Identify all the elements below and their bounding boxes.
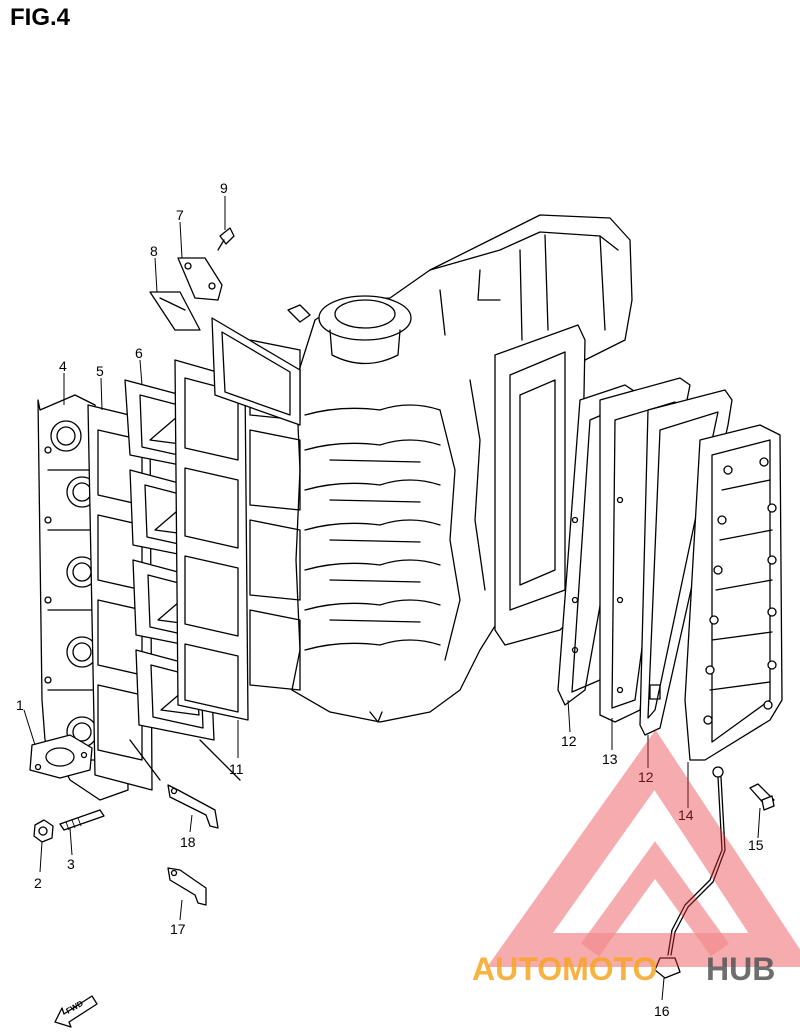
- reed-stopper-group: [149, 227, 235, 331]
- callout-15: 15: [748, 837, 764, 853]
- callout-17: 17: [170, 921, 186, 937]
- callout-11: 11: [229, 761, 244, 777]
- callout-9: 9: [220, 180, 228, 196]
- callout-leaders: [23, 196, 761, 1001]
- callout-5: 5: [96, 363, 104, 379]
- callout-6: 6: [135, 345, 143, 361]
- callout-16: 16: [654, 1003, 670, 1019]
- reed-valve-gasket: [174, 317, 301, 721]
- callout-4: 4: [59, 358, 67, 374]
- callout-2: 2: [34, 875, 42, 891]
- ground-wire: [654, 766, 726, 979]
- nut: [33, 819, 54, 843]
- callout-18: 18: [180, 834, 196, 850]
- callout-labels: 1 2 3 4 5 6 7 8 9 11 12 12 13 14 15 16 1…: [16, 180, 764, 1019]
- figure-title: FIG.4: [10, 4, 71, 31]
- watermark-text: AUTOMOTO HUB: [472, 951, 775, 987]
- callout-8: 8: [150, 243, 158, 259]
- watermark-text-part1: AUTOMOTO: [472, 951, 657, 987]
- cylinder-block: [249, 214, 633, 723]
- watermark-text-part2: HUB: [706, 951, 775, 987]
- bracket-lower: [167, 867, 207, 906]
- fwd-arrow: FWD: [54, 995, 98, 1028]
- bracket-upper: [167, 784, 219, 829]
- callout-12-outer: 12: [638, 769, 654, 785]
- callout-3: 3: [67, 856, 75, 872]
- callout-13: 13: [602, 751, 618, 767]
- exhaust-outer-cover: [684, 424, 783, 761]
- callout-7: 7: [176, 207, 184, 223]
- inlet-flange: [29, 734, 93, 779]
- callout-12-inner: 12: [561, 733, 577, 749]
- watermark-logo: [487, 729, 800, 967]
- bolt: [749, 783, 775, 811]
- callout-14: 14: [678, 807, 694, 823]
- callout-1: 1: [16, 697, 24, 713]
- stud-bolt: [59, 809, 105, 831]
